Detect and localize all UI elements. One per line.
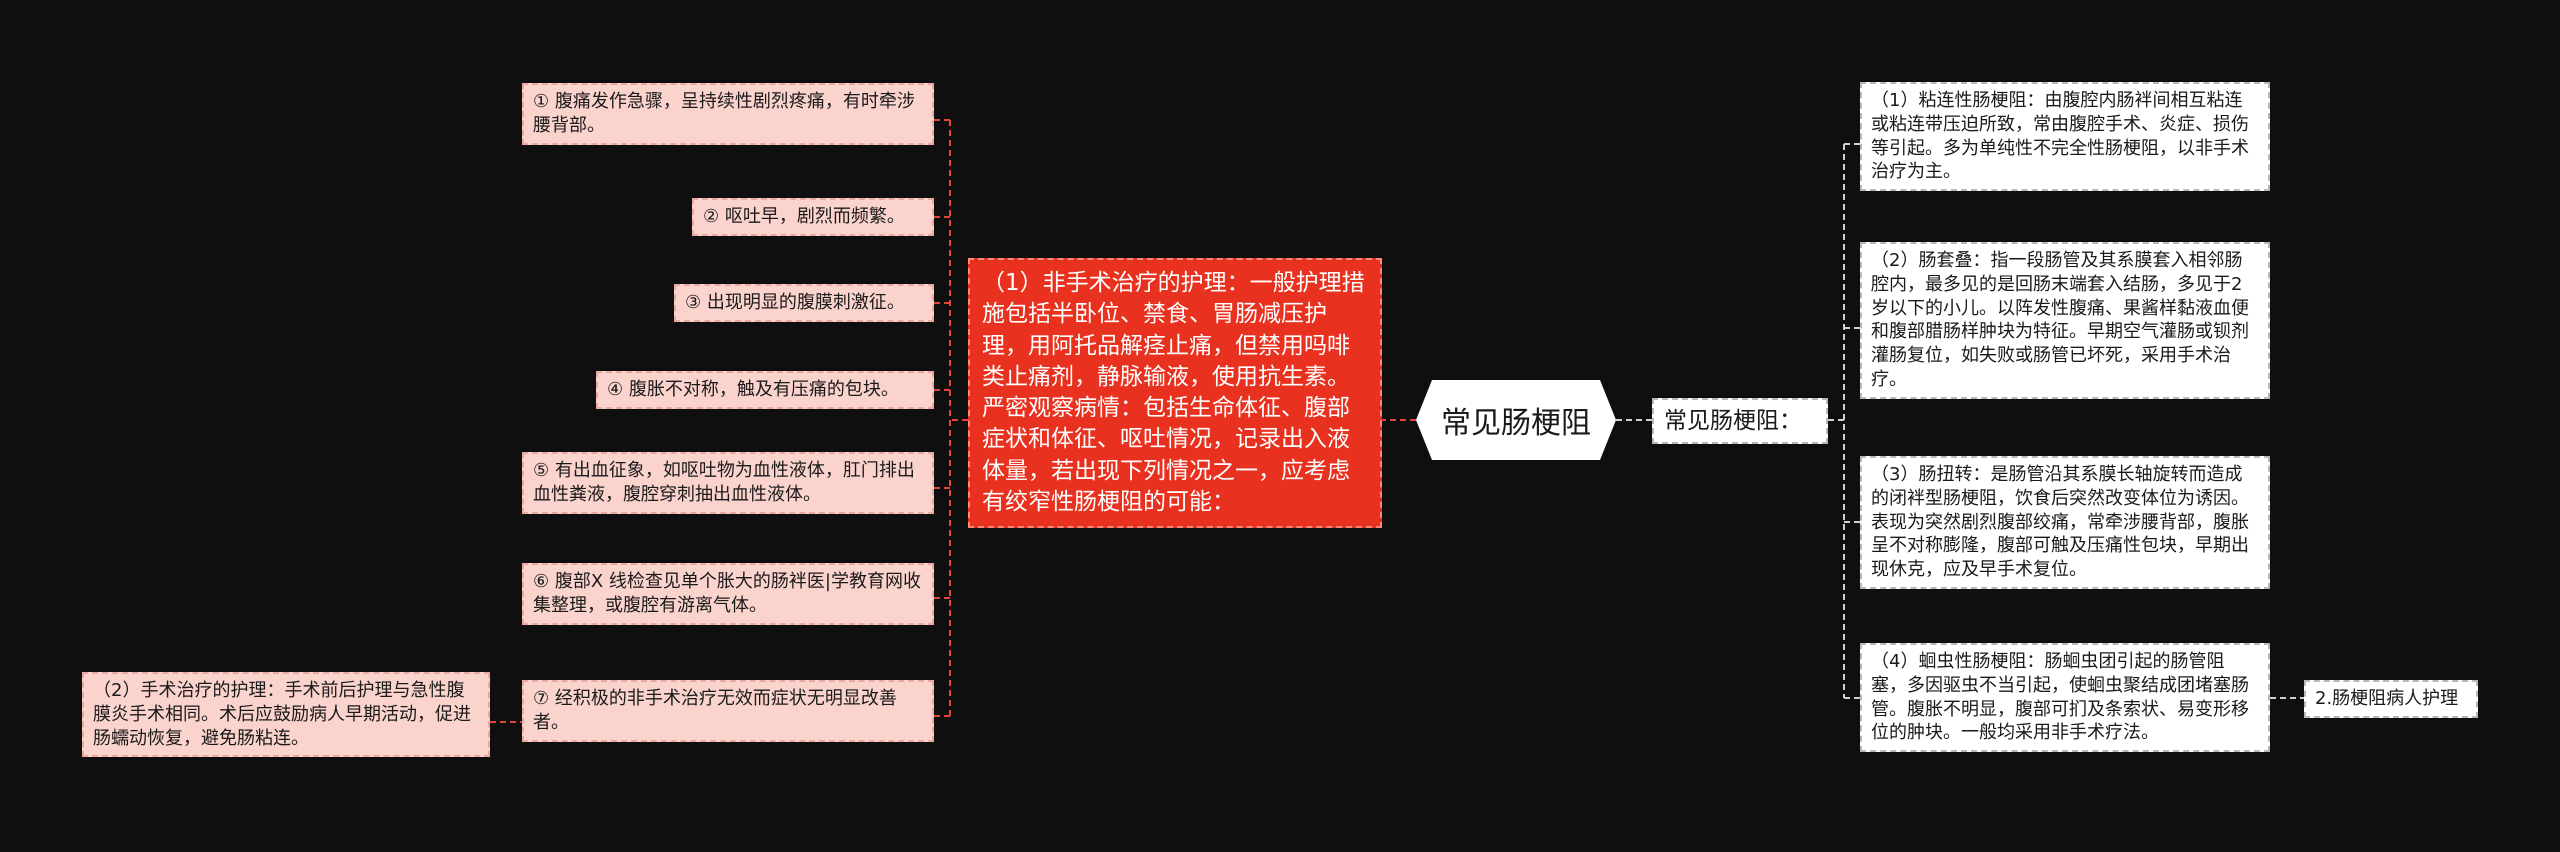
- symptom-node-7[interactable]: ⑦ 经积极的非手术治疗无效而症状无明显改善者。: [522, 680, 934, 742]
- type-text-ascaris: （4）蛔虫性肠梗阻：肠蛔虫团引起的肠管阻塞，多因驱虫不当引起，使蛔虫聚结成团堵塞…: [1871, 651, 2249, 744]
- patient-care-node[interactable]: 2.肠梗阻病人护理: [2304, 680, 2478, 718]
- type-node-adhesive[interactable]: （1）粘连性肠梗阻：由腹腔内肠袢间相互粘连或粘连带压迫所致，常由腹腔手术、炎症、…: [1860, 82, 2270, 191]
- type-node-intussusception[interactable]: （2）肠套叠：指一段肠管及其系膜套入相邻肠腔内，最多见的是回肠末端套入结肠，多见…: [1860, 242, 2270, 399]
- symptom-node-3[interactable]: ③ 出现明显的腹膜刺激征。: [674, 284, 934, 322]
- type-text-intussusception: （2）肠套叠：指一段肠管及其系膜套入相邻肠腔内，最多见的是回肠末端套入结肠，多见…: [1871, 250, 2249, 390]
- type-text-volvulus: （3）肠扭转：是肠管沿其系膜长轴旋转而造成的闭袢型肠梗阻，饮食后突然改变体位为诱…: [1871, 464, 2249, 580]
- type-node-ascaris[interactable]: （4）蛔虫性肠梗阻：肠蛔虫团引起的肠管阻塞，多因驱虫不当引起，使蛔虫聚结成团堵塞…: [1860, 643, 2270, 752]
- patient-care-label: 2.肠梗阻病人护理: [2315, 688, 2459, 709]
- symptom-text-2: ② 呕吐早，剧烈而频繁。: [703, 206, 905, 227]
- symptom-text-7: ⑦ 经积极的非手术治疗无效而症状无明显改善者。: [533, 688, 897, 733]
- symptom-text-6: ⑥ 腹部X 线检查见单个胀大的肠袢医|学教育网收集整理，或腹腔有游离气体。: [533, 571, 921, 616]
- symptom-text-4: ④ 腹胀不对称，触及有压痛的包块。: [607, 379, 899, 400]
- nonsurgical-care-node[interactable]: （1）非手术治疗的护理：一般护理措施包括半卧位、禁食、胃肠减压护理，用阿托品解痉…: [968, 258, 1382, 529]
- surgical-care-text: （2）手术治疗的护理：手术前后护理与急性腹膜炎手术相同。术后应鼓励病人早期活动，…: [93, 680, 471, 749]
- symptom-text-3: ③ 出现明显的腹膜刺激征。: [685, 292, 905, 313]
- symptom-text-5: ⑤ 有出血征象，如呕吐物为血性液体，肛门排出血性粪液，腹腔穿刺抽出血性液体。: [533, 460, 915, 505]
- symptom-node-5[interactable]: ⑤ 有出血征象，如呕吐物为血性液体，肛门排出血性粪液，腹腔穿刺抽出血性液体。: [522, 452, 934, 514]
- symptom-node-1[interactable]: ① 腹痛发作急骤，呈持续性剧烈疼痛，有时牵涉腰背部。: [522, 83, 934, 145]
- symptom-node-2[interactable]: ② 呕吐早，剧烈而频繁。: [692, 198, 934, 236]
- nonsurgical-care-text: （1）非手术治疗的护理：一般护理措施包括半卧位、禁食、胃肠减压护理，用阿托品解痉…: [982, 270, 1365, 515]
- type-text-adhesive: （1）粘连性肠梗阻：由腹腔内肠袢间相互粘连或粘连带压迫所致，常由腹腔手术、炎症、…: [1871, 90, 2249, 183]
- symptom-node-6[interactable]: ⑥ 腹部X 线检查见单个胀大的肠袢医|学教育网收集整理，或腹腔有游离气体。: [522, 563, 934, 625]
- symptom-node-4[interactable]: ④ 腹胀不对称，触及有压痛的包块。: [596, 371, 934, 409]
- common-types-label: 常见肠梗阻：: [1664, 408, 1802, 434]
- central-topic-label: 常见肠梗阻: [1441, 406, 1591, 441]
- symptom-text-1: ① 腹痛发作急骤，呈持续性剧烈疼痛，有时牵涉腰背部。: [533, 91, 915, 136]
- common-types-node[interactable]: 常见肠梗阻：: [1652, 398, 1828, 445]
- central-topic[interactable]: 常见肠梗阻: [1416, 380, 1616, 460]
- surgical-care-node[interactable]: （2）手术治疗的护理：手术前后护理与急性腹膜炎手术相同。术后应鼓励病人早期活动，…: [82, 672, 490, 758]
- type-node-volvulus[interactable]: （3）肠扭转：是肠管沿其系膜长轴旋转而造成的闭袢型肠梗阻，饮食后突然改变体位为诱…: [1860, 456, 2270, 589]
